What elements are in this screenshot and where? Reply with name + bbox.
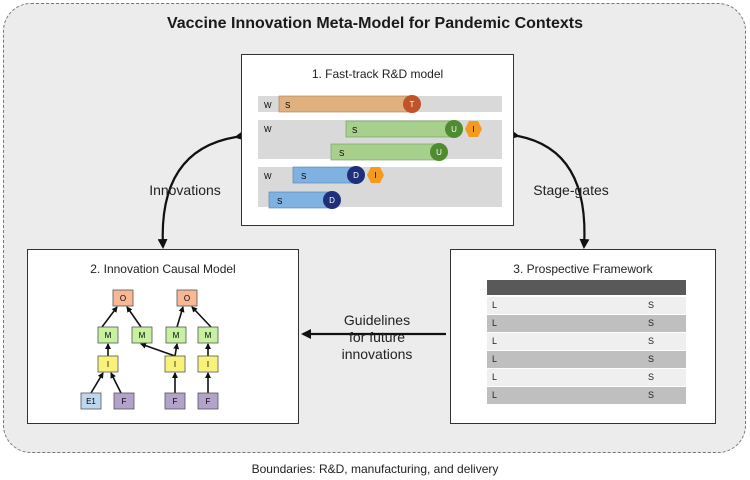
i-node-1 bbox=[97, 355, 119, 373]
panel2-title: 2. Innovation Causal Model bbox=[90, 262, 236, 276]
row-s: S bbox=[648, 372, 655, 382]
d-circle-2-label: D bbox=[329, 196, 335, 205]
u-circle-1 bbox=[445, 120, 463, 138]
f-node-1 bbox=[113, 392, 135, 410]
o-node-2 bbox=[176, 289, 198, 307]
framework-row: L S bbox=[487, 369, 686, 386]
i-hex-2-label: I bbox=[374, 171, 376, 180]
framework-row: L S bbox=[487, 315, 686, 332]
row-s: S bbox=[648, 390, 655, 400]
svg-text:O: O bbox=[120, 294, 126, 303]
row-l: L bbox=[492, 318, 498, 328]
panel3-title: 3. Prospective Framework bbox=[513, 262, 653, 276]
svg-text:M: M bbox=[205, 331, 212, 340]
svg-text:I: I bbox=[207, 360, 209, 369]
u-circle-2-label: U bbox=[436, 148, 442, 157]
d-circle-1 bbox=[347, 166, 365, 184]
row-l: L bbox=[492, 300, 498, 310]
svg-text:O: O bbox=[184, 294, 190, 303]
arrow-stage-gates bbox=[509, 129, 590, 249]
m-node-4 bbox=[197, 326, 219, 344]
green-bar-1-s-label: S bbox=[352, 126, 357, 135]
i-hex-1 bbox=[465, 121, 482, 137]
tan-bar bbox=[278, 95, 413, 113]
arrow-innovations bbox=[157, 130, 245, 249]
m-node-3 bbox=[165, 326, 187, 344]
innovation-causal-panel: 2. Innovation Causal Model O O bbox=[27, 249, 299, 424]
m-node-2 bbox=[131, 326, 153, 344]
fast-track-rd-panel: 1. Fast-track R&D model W S T W S U I S … bbox=[241, 54, 514, 226]
e1-node bbox=[80, 392, 102, 410]
group2-w-label: W bbox=[264, 125, 272, 134]
i-hex-2 bbox=[367, 167, 384, 183]
f-node-2 bbox=[164, 392, 186, 410]
row-s: S bbox=[648, 336, 655, 346]
blue-bar-1-s-label: S bbox=[301, 172, 306, 181]
framework-table-header bbox=[487, 280, 686, 295]
green-bar-2-s-label: S bbox=[339, 149, 344, 158]
svg-text:I: I bbox=[107, 360, 109, 369]
u-circle-1-label: U bbox=[451, 125, 457, 134]
row-l: L bbox=[492, 372, 498, 382]
causal-edges bbox=[90, 306, 212, 394]
row-l: L bbox=[492, 354, 498, 364]
diagram-title: Vaccine Innovation Meta-Model for Pandem… bbox=[166, 15, 584, 32]
i-node-3 bbox=[197, 355, 219, 373]
guidelines-line-2: for future bbox=[348, 329, 406, 345]
panel1-title: 1. Fast-track R&D model bbox=[311, 67, 444, 81]
row-l: L bbox=[492, 390, 498, 400]
stage-gates-label: Stage-gates bbox=[533, 182, 609, 198]
group3-w-label: W bbox=[264, 172, 272, 181]
framework-row: L S bbox=[487, 333, 686, 350]
svg-text:F: F bbox=[206, 397, 211, 406]
t-circle-label: T bbox=[410, 100, 415, 109]
boundaries-caption: Boundaries: R&D, manufacturing, and deli… bbox=[251, 462, 499, 476]
row-s: S bbox=[648, 300, 655, 310]
i-hex-1-label: I bbox=[472, 125, 474, 134]
causal-graph: O O M M M M I I I E1 F F F bbox=[80, 289, 219, 410]
causal-nodes: O O M M M M I I I E1 F F F bbox=[80, 289, 219, 410]
green-bar-1 bbox=[345, 120, 455, 138]
i-node-2 bbox=[164, 355, 186, 373]
svg-text:M: M bbox=[139, 331, 146, 340]
guidelines-label: Guidelines for future innovations bbox=[322, 312, 432, 363]
tan-bar-s-label: S bbox=[285, 101, 290, 110]
svg-text:M: M bbox=[173, 331, 180, 340]
guidelines-line-1: Guidelines bbox=[343, 312, 411, 328]
framework-row: L S bbox=[487, 387, 686, 404]
svg-text:F: F bbox=[173, 397, 178, 406]
framework-row: L S bbox=[487, 297, 686, 314]
svg-text:M: M bbox=[105, 331, 112, 340]
o-node-1 bbox=[112, 289, 134, 307]
t-circle bbox=[403, 95, 421, 113]
u-circle-2 bbox=[430, 143, 448, 161]
row-l: L bbox=[492, 336, 498, 346]
svg-text:I: I bbox=[174, 360, 176, 369]
d-circle-2 bbox=[323, 191, 341, 209]
d-circle-1-label: D bbox=[353, 171, 359, 180]
svg-text:E1: E1 bbox=[86, 397, 96, 406]
row-s: S bbox=[648, 354, 655, 364]
innovations-label: Innovations bbox=[149, 182, 221, 198]
svg-text:F: F bbox=[122, 397, 127, 406]
m-node-1 bbox=[97, 326, 119, 344]
f-node-3 bbox=[197, 392, 219, 410]
group1-w-label: W bbox=[264, 101, 272, 110]
rd-timeline-chart: W S T W S U I S U W S D I S D bbox=[258, 95, 502, 209]
framework-row: L S bbox=[487, 351, 686, 368]
guidelines-line-3: innovations bbox=[341, 346, 413, 362]
prospective-framework-panel: 3. Prospective Framework L S L S L S L S… bbox=[450, 249, 716, 424]
row-s: S bbox=[648, 318, 655, 328]
blue-bar-2-s-label: S bbox=[277, 197, 282, 206]
green-bar-2 bbox=[330, 143, 440, 161]
